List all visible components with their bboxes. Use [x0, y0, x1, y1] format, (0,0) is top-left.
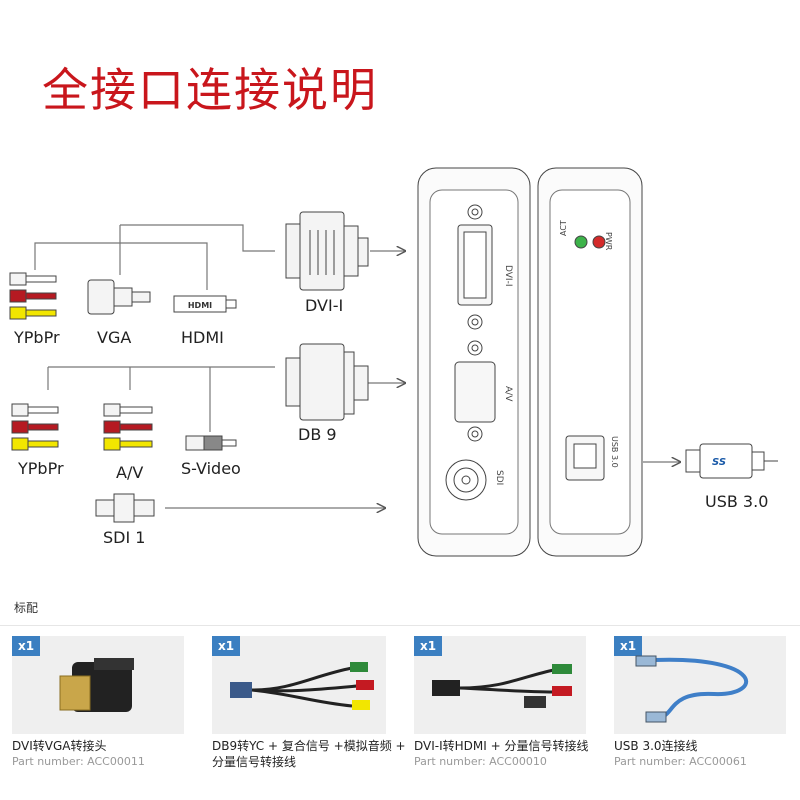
svideo-connector: [185, 435, 237, 451]
page-title: 全接口连接说明: [42, 63, 378, 117]
wiring-group-2: [47, 366, 680, 508]
label-hdmi: HDMI: [181, 328, 224, 347]
dvi-hdmi-cable-image: [432, 664, 572, 708]
port-label-usb: USB 3.0: [610, 436, 619, 468]
usb-connector: SS: [685, 443, 778, 479]
db9-connector: [285, 343, 369, 421]
quantity-badge: x1: [212, 636, 240, 656]
divider: [0, 625, 800, 626]
label-sdi1: SDI 1: [103, 528, 146, 547]
device-front-panel: [417, 167, 531, 557]
quantity-badge: x1: [414, 636, 442, 656]
label-vga: VGA: [97, 328, 132, 347]
sdi-connector: [95, 493, 155, 523]
label-av: A/V: [116, 463, 144, 482]
vga-connector: [87, 279, 151, 315]
label-ypbpr-1: YPbPr: [14, 328, 60, 347]
port-label-av: A/V: [503, 386, 513, 402]
accessory-part-4: Part number: ACC00061: [614, 755, 747, 768]
label-svideo: S-Video: [181, 459, 241, 478]
port-label-dvi: DVI-I: [503, 265, 513, 287]
ypbpr-connector-2: [11, 403, 59, 451]
accessory-card-dvi-vga[interactable]: x1: [12, 636, 184, 734]
standard-accessories-label: 标配: [14, 601, 39, 615]
hdmi-logo: HDMI: [188, 301, 212, 310]
accessory-card-db9-cable[interactable]: x1: [212, 636, 386, 734]
accessory-part-3: Part number: ACC00010: [414, 755, 547, 768]
wiring-group-1: [34, 224, 405, 290]
connection-diagram: HDMI: [9, 167, 778, 557]
usb-cable-image: [635, 655, 749, 723]
label-dvi-i: DVI-I: [305, 296, 344, 315]
ss-logo: SS: [712, 457, 726, 468]
pwr-led: [592, 235, 606, 249]
quantity-badge: x1: [12, 636, 40, 656]
dvi-vga-adapter-image: [59, 658, 134, 712]
quantity-badge: x1: [614, 636, 642, 656]
dvi-connector: [285, 211, 369, 291]
act-led: [574, 235, 588, 249]
led-label-pwr: PWR: [604, 232, 613, 251]
hdmi-connector: HDMI: [173, 295, 237, 313]
label-usb30: USB 3.0: [705, 492, 769, 511]
accessory-card-dvi-hdmi[interactable]: x1: [414, 636, 586, 734]
db9-cable-image: [230, 662, 374, 710]
label-ypbpr-2: YPbPr: [18, 459, 64, 478]
accessory-name-2: DB9转YC + 复合信号 +模拟音频 + 分量信号转接线: [212, 739, 406, 769]
av-connector: [103, 403, 153, 451]
accessory-part-1: Part number: ACC00011: [12, 755, 145, 768]
accessory-name-1: DVI转VGA转接头: [12, 739, 107, 753]
accessory-name-4: USB 3.0连接线: [614, 739, 698, 753]
accessory-card-usb-cable[interactable]: x1: [614, 636, 786, 734]
device-back-panel: [537, 167, 643, 557]
port-label-sdi: SDI: [494, 470, 504, 485]
accessory-name-3: DVI-I转HDMI + 分量信号转接线: [414, 739, 589, 753]
led-label-act: ACT: [559, 220, 568, 236]
label-db9: DB 9: [298, 425, 337, 444]
ypbpr-connector-1: [9, 272, 57, 320]
